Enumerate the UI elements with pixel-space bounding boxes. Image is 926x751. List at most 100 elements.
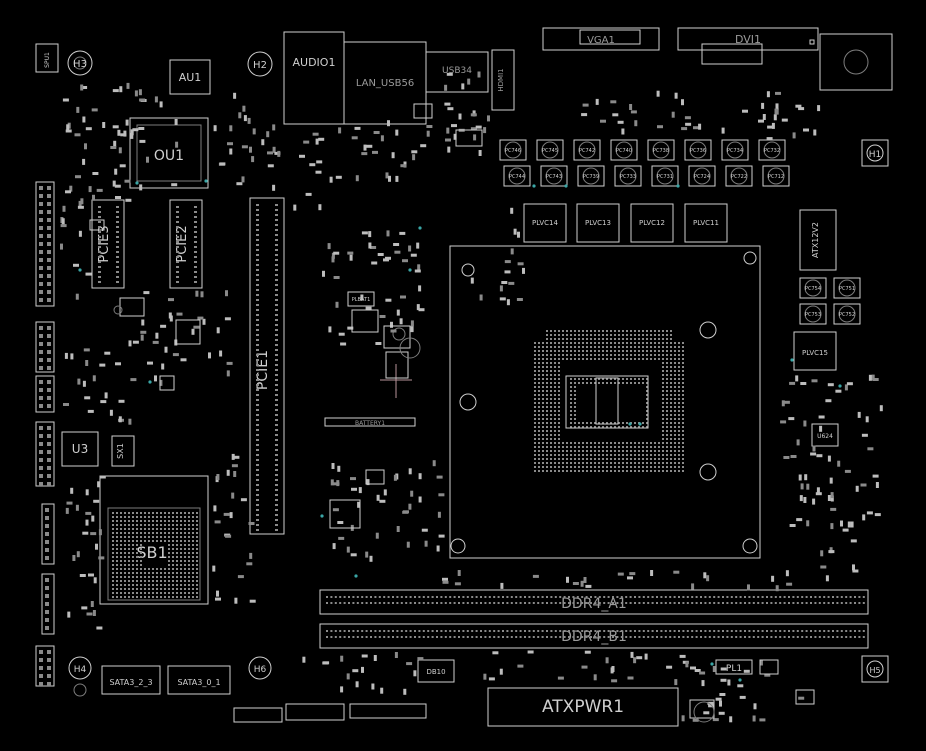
smd-pad [233, 92, 237, 99]
ddr-contact [629, 630, 632, 632]
bottom-header-left[interactable] [233, 707, 283, 723]
pcie3-slot[interactable]: PCIE3 [91, 199, 125, 289]
sata3-0-1-connector[interactable]: SATA3_0_1 [167, 665, 231, 695]
header-pin [39, 426, 43, 430]
cpu-pin [654, 470, 656, 472]
audio-codec-au1[interactable]: AU1 [169, 59, 211, 95]
pcie-pin [256, 204, 259, 206]
ddr-contact [823, 636, 826, 638]
super-io-chip-ou1[interactable]: OU1 [129, 117, 209, 189]
cpu-pin [670, 442, 672, 444]
atx-power-connector[interactable]: ATXPWR1 [487, 687, 679, 727]
cpu-socket[interactable] [449, 245, 761, 559]
smd-pad [442, 580, 449, 584]
sx1-label: SX1 [116, 443, 125, 459]
chipset-ball [196, 560, 198, 562]
ddr-contact [695, 636, 698, 638]
cpu-pin [610, 338, 612, 340]
cpu-pin [670, 346, 672, 348]
cpu-pin [590, 458, 592, 460]
chipset-ball [124, 552, 126, 554]
cpu-pin [602, 358, 604, 360]
smd-pad [436, 545, 440, 552]
vr-controller-u624[interactable]: U624 [811, 423, 839, 447]
rear-usb-block[interactable] [819, 33, 893, 91]
chipset-ball [192, 552, 194, 554]
chipset-ball [148, 532, 150, 534]
usb34-connector[interactable]: USB34 [425, 51, 489, 93]
crystal-sx1[interactable]: SX1 [111, 435, 135, 467]
ddr-contact [506, 596, 509, 598]
smd-pad [800, 483, 804, 490]
chipset-ball [156, 516, 158, 518]
chipset-ball [136, 548, 138, 550]
bottom-header-strip[interactable] [349, 703, 427, 719]
ddr-contact [471, 636, 474, 638]
plvc15-choke[interactable]: PLVC15 [793, 331, 837, 371]
vr-capacitor-ring [804, 279, 822, 297]
chipset-ball [112, 532, 114, 534]
vga1-connector[interactable]: VGA1 [542, 27, 660, 51]
chipset-ball [192, 536, 194, 538]
cpu-pin [554, 442, 556, 444]
chipset-ball [192, 564, 194, 566]
dvi1-connector[interactable]: DVI1 [677, 27, 819, 51]
ddr4-b1-slot[interactable]: DDR4_B1 [319, 623, 869, 649]
atx12v2-connector[interactable]: ATX12V2 [799, 209, 837, 271]
chip-u3[interactable]: U3 [61, 431, 99, 467]
pcie-pin [256, 419, 259, 421]
plvc13-choke[interactable]: PLVC13 [576, 203, 620, 243]
cpu-pin [598, 450, 600, 452]
battery-holder[interactable]: BATTERY1 [324, 417, 416, 427]
pcie-pin [256, 269, 259, 271]
pcie-pin [116, 226, 119, 228]
front-panel-header[interactable] [285, 703, 345, 721]
cpu-pin [666, 450, 668, 452]
header-pin [47, 450, 51, 454]
plvc11-choke[interactable]: PLVC11 [684, 203, 728, 243]
ddr-contact [550, 596, 553, 598]
chipset-ball [176, 512, 178, 514]
smd-pad [844, 384, 848, 391]
smd-pad [699, 671, 706, 675]
cpu-pin [658, 442, 660, 444]
chipset-ball [140, 580, 142, 582]
pcie-pin [194, 281, 197, 283]
cpu-pin [626, 446, 628, 448]
pcie-pin [116, 281, 119, 283]
smd-pad [202, 318, 206, 325]
cpu-pin [554, 398, 556, 400]
sata3-2-3-connector[interactable]: SATA3_2_3 [101, 665, 161, 695]
pl1-inductor[interactable]: PL1 [715, 659, 753, 675]
chipset-ball [140, 540, 142, 542]
ddr-contact [414, 636, 416, 638]
cpu-pin [666, 338, 668, 340]
db10-component[interactable]: DB10 [417, 659, 455, 683]
pcie2-slot[interactable]: PCIE2 [169, 199, 203, 289]
smd-pad [684, 116, 691, 120]
chipset-ball [120, 592, 122, 594]
header-pin [47, 202, 51, 206]
ddr-contact [374, 602, 377, 604]
chipset-sb1[interactable]: SB1 [99, 475, 209, 605]
cpu-pin [578, 426, 580, 428]
ddr-contact [814, 636, 817, 638]
smd-pad [330, 479, 334, 486]
cpu-pin [666, 398, 668, 400]
smd-pad [349, 254, 353, 261]
cpu-pin [602, 426, 604, 428]
smd-pad [817, 105, 821, 112]
ddr-contact [559, 602, 562, 604]
ddr4-a1-slot[interactable]: DDR4_A1 [319, 589, 869, 615]
ddr-contact [414, 602, 416, 604]
cpu-pin [546, 358, 548, 360]
header-pin [39, 342, 43, 346]
spu1-header[interactable]: SPU1 [35, 43, 59, 73]
plvc14-choke[interactable]: PLVC14 [523, 203, 567, 243]
cpu-pin [654, 446, 656, 448]
plvc12-choke[interactable]: PLVC12 [630, 203, 674, 243]
ic-outline [351, 309, 379, 333]
au1-label: AU1 [179, 71, 202, 84]
hdmi1-connector[interactable]: HDMI1 [491, 49, 515, 111]
via [532, 184, 536, 188]
